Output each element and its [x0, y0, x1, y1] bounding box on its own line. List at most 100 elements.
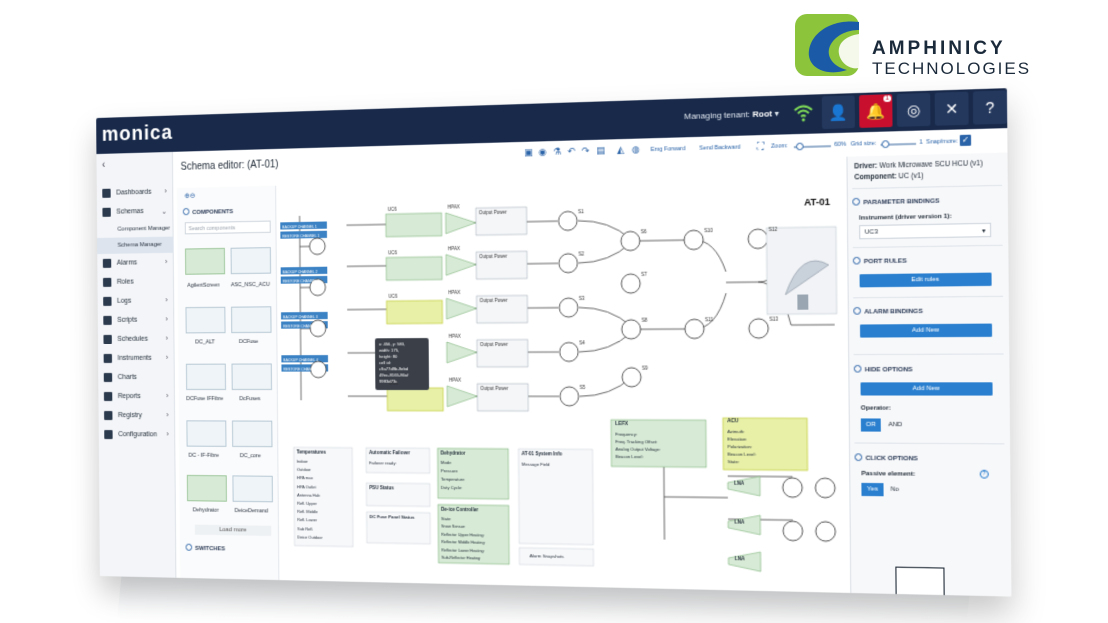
save-icon[interactable]: ▣ — [524, 146, 533, 158]
help-button[interactable]: ◎ — [896, 92, 931, 127]
undo-icon[interactable]: ↶ — [567, 145, 576, 157]
lna-1[interactable] — [728, 476, 760, 496]
add-alarm-binding-button[interactable]: Add New — [859, 323, 993, 338]
monica-logo[interactable]: monica — [101, 121, 173, 146]
emg-forward-button[interactable]: Emg Forward — [650, 145, 686, 154]
parameter-bindings-header[interactable]: PARAMETER BINDINGS — [852, 196, 940, 207]
dc-fuse-widget[interactable] — [367, 512, 431, 544]
grid-size-slider-handle[interactable] — [881, 140, 890, 149]
deice-widget[interactable] — [438, 505, 509, 565]
input-switch-2[interactable] — [310, 279, 326, 296]
output-power-3[interactable] — [477, 295, 528, 323]
dehydrator-widget[interactable] — [438, 448, 509, 499]
input-switch-4[interactable] — [310, 361, 326, 377]
sidebar-item-reports[interactable]: Reports› — [98, 387, 175, 406]
uc-block-2[interactable] — [386, 257, 442, 281]
schema-canvas[interactable]: AT-01 BACKUP CHANNEL 1 RESTORE CHANNEL 1… — [278, 171, 849, 593]
file-icon[interactable]: ▤ — [596, 144, 606, 156]
user-button[interactable]: 👤 — [821, 95, 855, 130]
backup-channel-2-button[interactable] — [280, 266, 328, 275]
sidebar-item-dashboards[interactable]: Dashboards› — [97, 182, 174, 203]
output-power-2[interactable] — [476, 251, 527, 279]
component-tile-asc-nsc-acu[interactable] — [230, 247, 272, 275]
sidebar-item-schemas[interactable]: Schemas⌄ — [97, 201, 174, 222]
click-options-header[interactable]: CLICK OPTIONS — [854, 453, 918, 463]
switch-s2[interactable] — [559, 254, 578, 273]
component-tile-dcfuse[interactable] — [231, 306, 272, 334]
zoom-slider-handle[interactable] — [795, 142, 804, 151]
component-tile-agilentscreen[interactable] — [185, 247, 226, 275]
switch-s11[interactable] — [685, 319, 704, 338]
rx-switch-1[interactable] — [783, 478, 803, 498]
input-switch-3[interactable] — [310, 320, 326, 337]
component-tile-dc-core[interactable] — [231, 420, 273, 448]
eye-icon[interactable]: ◉ — [538, 146, 547, 158]
instrument-select[interactable]: UC3▾ — [859, 222, 992, 240]
sidebar-item-scripts[interactable]: Scripts› — [98, 310, 175, 330]
sidebar-item-roles[interactable]: Roles — [97, 272, 174, 292]
operator-and-toggle[interactable]: AND — [888, 421, 903, 429]
component-tile-dehydrator[interactable] — [186, 474, 227, 502]
components-search-input[interactable]: Search components — [184, 220, 271, 235]
component-tile-dc-alt[interactable] — [185, 306, 226, 334]
restore-channel-2-button[interactable] — [280, 275, 328, 284]
uc-block-1[interactable] — [386, 213, 442, 237]
switch-s9[interactable] — [622, 368, 641, 387]
sidebar-item-instruments[interactable]: Instruments› — [98, 349, 175, 368]
sidebar-item-schedules[interactable]: Schedules› — [98, 329, 175, 349]
passive-yes-toggle[interactable]: Yes — [861, 482, 884, 497]
component-tile-dcfuses[interactable] — [231, 363, 273, 391]
hpax-1[interactable] — [446, 212, 476, 233]
sidebar-item-logs[interactable]: Logs› — [98, 291, 175, 311]
send-backward-button[interactable]: Send Backward — [699, 144, 741, 152]
info-icon[interactable]: ? — [979, 469, 989, 479]
component-tile-deicedemand[interactable] — [232, 475, 273, 503]
tenant-selector[interactable]: Managing tenant: Root ▾ — [684, 108, 779, 122]
edit-rules-button[interactable]: Edit rules — [859, 272, 992, 288]
lefx-panel[interactable] — [611, 420, 706, 468]
tools-button[interactable]: ✕ — [934, 91, 969, 126]
switches-section-header[interactable]: SWITCHES — [185, 543, 225, 552]
hpax-5[interactable] — [447, 386, 477, 407]
sidebar-item-configuration[interactable]: Configuration› — [99, 425, 176, 445]
sidebar-item-registry[interactable]: Registry› — [98, 406, 175, 425]
psu-status-widget[interactable] — [366, 483, 430, 507]
restore-channel-1-button[interactable] — [280, 230, 328, 239]
switch-s13[interactable] — [749, 319, 769, 339]
output-power-5[interactable] — [477, 384, 528, 411]
switch-s1[interactable] — [558, 211, 577, 230]
uc-block-4[interactable] — [387, 388, 443, 411]
flask-icon[interactable]: ⚗ — [552, 146, 562, 157]
rx-switch-3[interactable] — [815, 478, 835, 498]
switch-s10[interactable] — [684, 230, 703, 250]
hide-options-header[interactable]: HIDE OPTIONS — [853, 364, 913, 374]
output-power-1[interactable] — [476, 207, 527, 235]
switch-s8[interactable] — [622, 320, 641, 339]
snap-checkbox[interactable]: ✓ — [959, 134, 972, 147]
load-more-button[interactable]: Load more — [194, 524, 272, 537]
switch-s3[interactable] — [559, 298, 578, 317]
redo-icon[interactable]: ↷ — [581, 145, 590, 157]
input-switch-1[interactable] — [309, 238, 325, 255]
switch-s12[interactable] — [748, 229, 768, 249]
passive-no-toggle[interactable]: No — [890, 486, 899, 494]
alarm-bindings-header[interactable]: ALARM BINDINGS — [853, 306, 923, 316]
fit-screen-icon[interactable]: ⛶ — [757, 140, 764, 152]
switch-s6[interactable] — [621, 231, 640, 250]
output-power-4[interactable] — [477, 340, 528, 367]
acu-panel[interactable] — [723, 418, 808, 470]
hpax-4[interactable] — [447, 342, 477, 363]
alarm-button[interactable]: 🔔 1 — [859, 94, 893, 128]
component-tile-dc-if-fibre[interactable] — [186, 420, 227, 447]
failover-widget[interactable] — [366, 448, 430, 473]
rx-switch-2[interactable] — [783, 521, 803, 541]
system-info-widget[interactable] — [518, 449, 593, 545]
operator-or-toggle[interactable]: OR — [860, 418, 881, 432]
support-button[interactable]: ? — [972, 90, 1008, 125]
uc-block-3[interactable] — [387, 300, 443, 323]
port-rules-header[interactable]: PORT RULES — [852, 256, 907, 266]
expand-collapse-icon[interactable]: ⊕⊖ — [184, 192, 196, 201]
switch-s4[interactable] — [560, 342, 579, 361]
add-hide-option-button[interactable]: Add New — [860, 382, 993, 396]
collapse-sidebar-icon[interactable]: ‹ — [102, 159, 106, 171]
